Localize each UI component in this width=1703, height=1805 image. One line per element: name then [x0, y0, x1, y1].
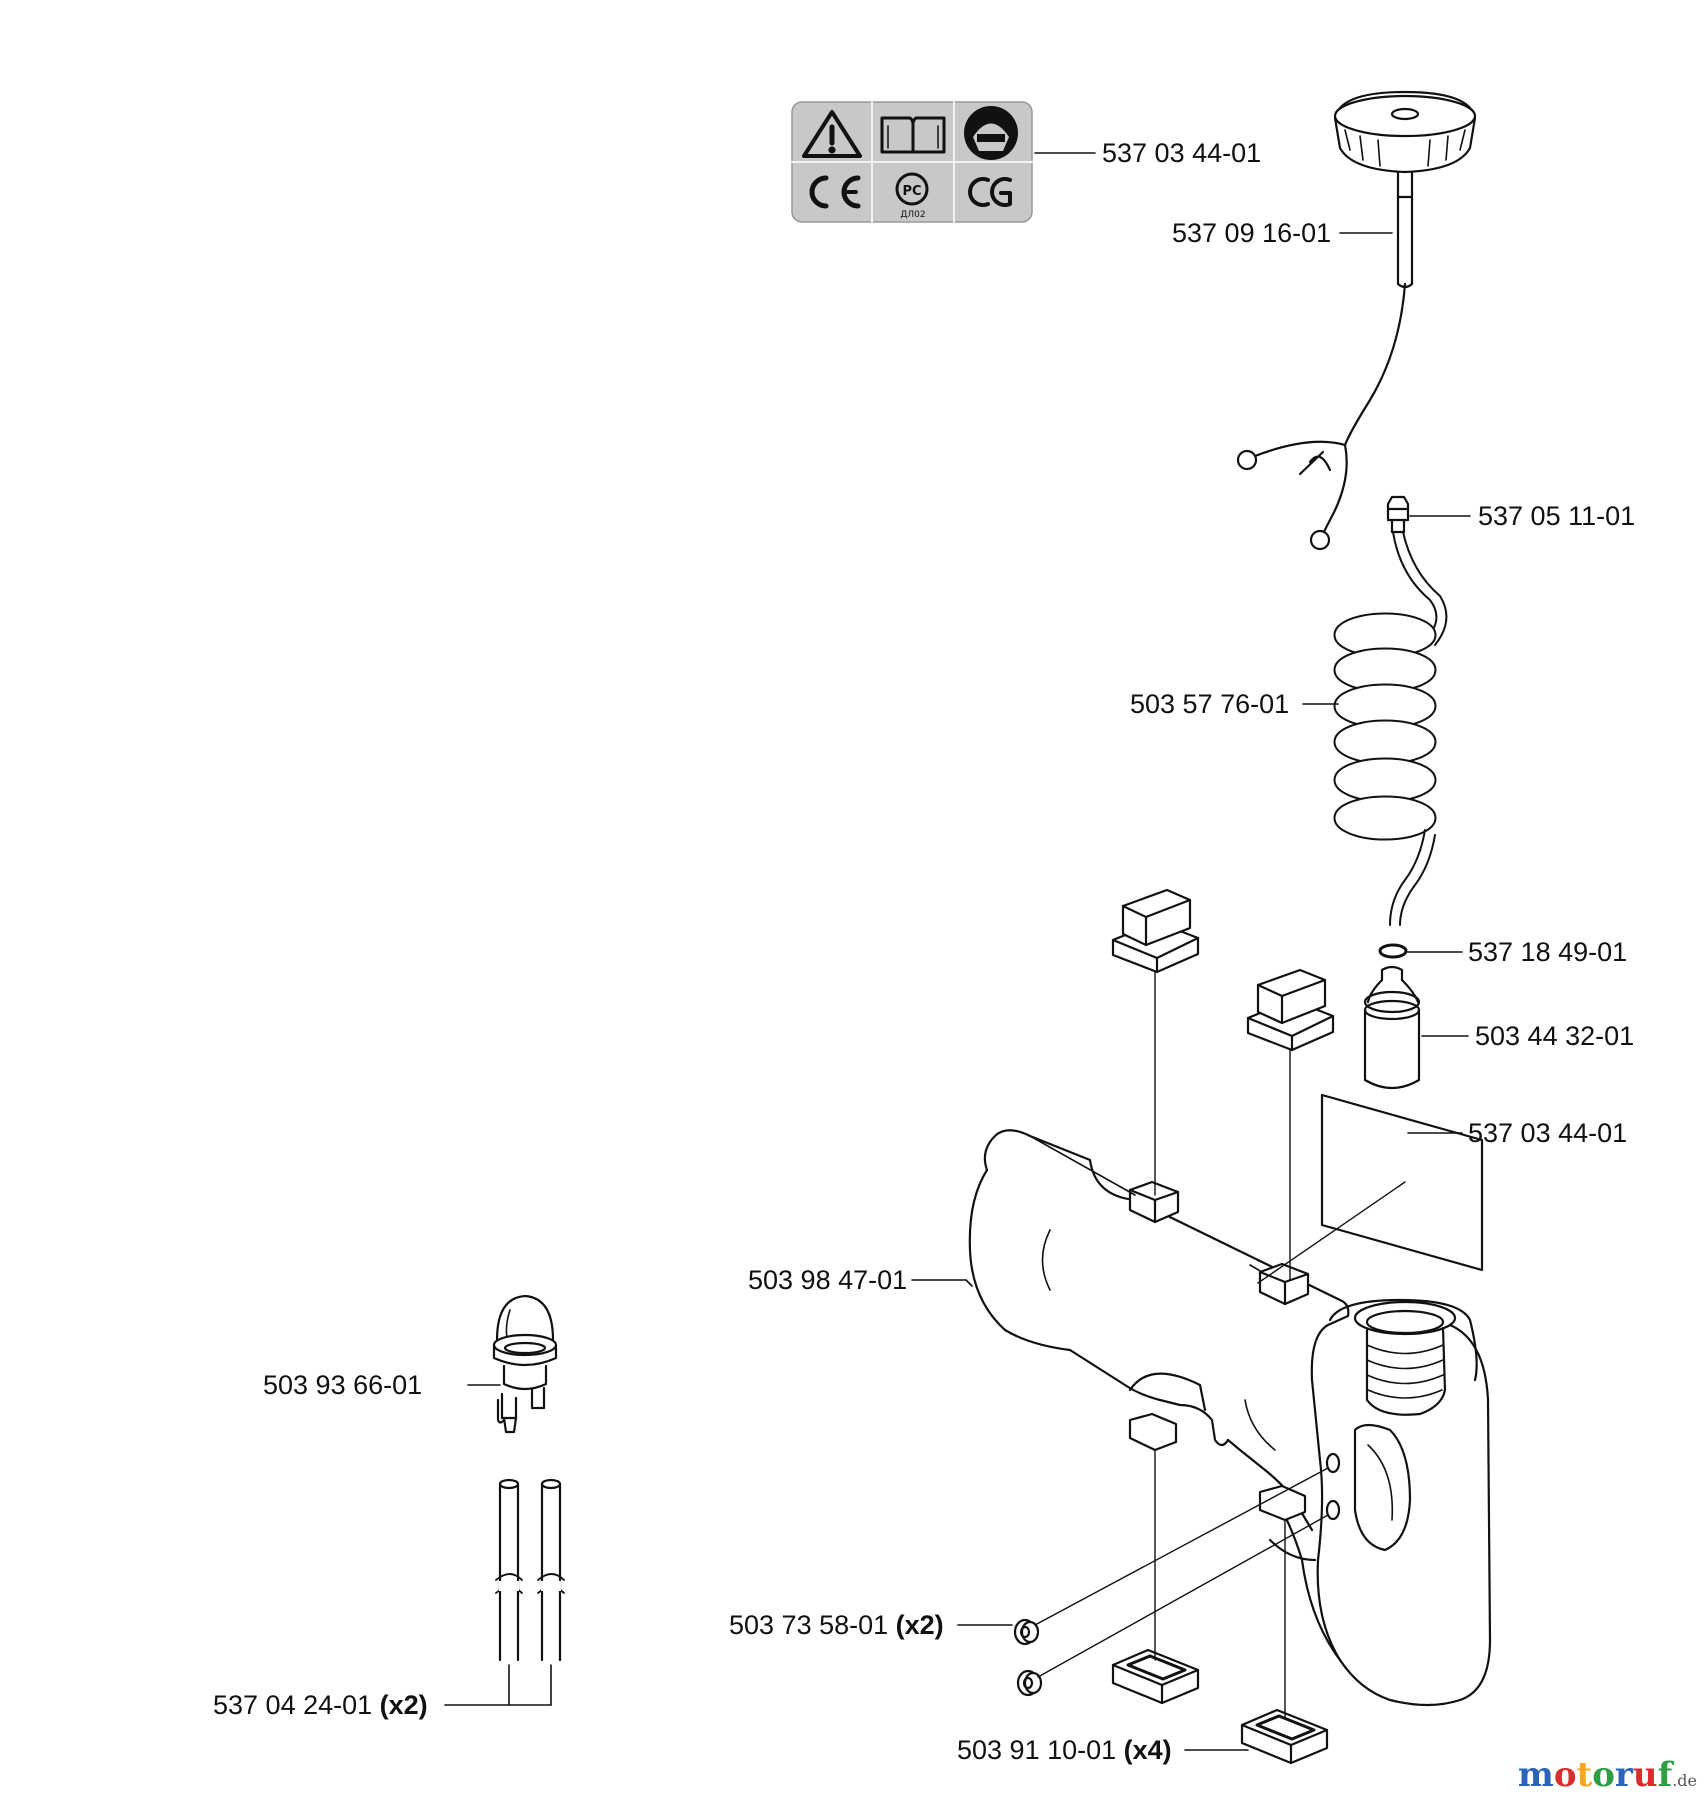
watermark-letters: motoruf: [1518, 1755, 1672, 1795]
part-label-p8: 503 98 47-01: [748, 1267, 907, 1294]
watermark-letter: r: [1614, 1755, 1633, 1795]
watermark-letter: t: [1576, 1755, 1593, 1795]
fuel-line-fitting: [1386, 495, 1410, 534]
grommet-upper: [1013, 1618, 1040, 1646]
part-number: 537 18 49-01: [1468, 937, 1628, 967]
coiled-fuel-hose: [1333, 531, 1448, 926]
part-label-p12: 503 91 10-01 (x4): [957, 1737, 1172, 1764]
part-number: 537 03 44-01: [1468, 1118, 1628, 1148]
part-number: 503 57 76-01: [1130, 689, 1290, 719]
rubber-buffer-bottom-right: [1240, 1708, 1329, 1765]
part-number: 537 04 24-01: [213, 1690, 373, 1720]
ce-mark-icon: [809, 175, 861, 209]
watermark-logo: motoruf.de: [1518, 1758, 1697, 1792]
watermark-suffix: .de: [1672, 1771, 1697, 1790]
part-label-p7: 537 03 44-01: [1468, 1120, 1627, 1147]
grommet-lower: [1016, 1669, 1043, 1697]
protective-gear-icon: [964, 106, 1018, 160]
part-number: 503 93 66-01: [263, 1370, 423, 1400]
part-number: 503 91 10-01: [957, 1735, 1117, 1765]
part-number: 537 03 44-01: [1102, 138, 1262, 168]
watermark-letter: o: [1553, 1755, 1577, 1795]
gost-r-mark-icon: PC ДЛ02: [895, 172, 929, 220]
label-plate: [1320, 1093, 1484, 1272]
part-number: 503 73 58-01: [729, 1610, 889, 1640]
safety-decal: PC ДЛ02: [791, 101, 1033, 223]
part-label-p6: 503 44 32-01: [1475, 1023, 1634, 1050]
part-label-p5: 537 18 49-01: [1468, 939, 1627, 966]
gs-mark-icon: [968, 177, 1012, 207]
watermark-letter: u: [1632, 1755, 1658, 1795]
warning-triangle-icon: [802, 110, 862, 158]
part-quantity: (x2): [379, 1690, 428, 1720]
watermark-letter: m: [1517, 1755, 1554, 1795]
part-label-p10: 503 73 58-01 (x2): [729, 1612, 944, 1639]
assembly-lines: [1034, 971, 1406, 1719]
decal-symbol-text: ДЛ02: [900, 210, 925, 220]
part-quantity: (x4): [1123, 1735, 1172, 1765]
part-label-p3: 537 05 11-01: [1478, 503, 1635, 530]
part-label-p11: 537 04 24-01 (x2): [213, 1692, 428, 1719]
part-number: 537 05 11-01: [1478, 501, 1636, 531]
svg-text:PC: PC: [902, 184, 921, 199]
part-label-p2: 537 09 16-01: [1172, 220, 1331, 247]
fuel-hoses: [495, 1478, 565, 1662]
rubber-buffer-bottom-left: [1111, 1648, 1200, 1705]
fuel-filter: [1363, 965, 1421, 1090]
fuel-tank: [968, 1129, 1492, 1707]
rubber-buffer-top-left: [1111, 888, 1200, 974]
watermark-letter: o: [1592, 1755, 1615, 1795]
part-quantity: (x2): [895, 1610, 944, 1640]
fuel-cap: [1236, 90, 1477, 551]
watermark-letter: f: [1657, 1755, 1673, 1795]
o-ring: [1378, 943, 1408, 959]
part-number: 503 44 32-01: [1475, 1021, 1635, 1051]
part-label-p9: 503 93 66-01: [263, 1372, 422, 1399]
part-number: 537 09 16-01: [1172, 218, 1332, 248]
primer-bulb: [492, 1294, 558, 1434]
rubber-buffer-top-right: [1246, 968, 1335, 1052]
part-label-p4: 503 57 76-01: [1130, 691, 1289, 718]
manual-book-icon: [880, 116, 946, 154]
leader-lines: [444, 152, 1471, 1751]
part-number: 503 98 47-01: [748, 1265, 908, 1295]
part-label-p1: 537 03 44-01: [1102, 140, 1261, 167]
